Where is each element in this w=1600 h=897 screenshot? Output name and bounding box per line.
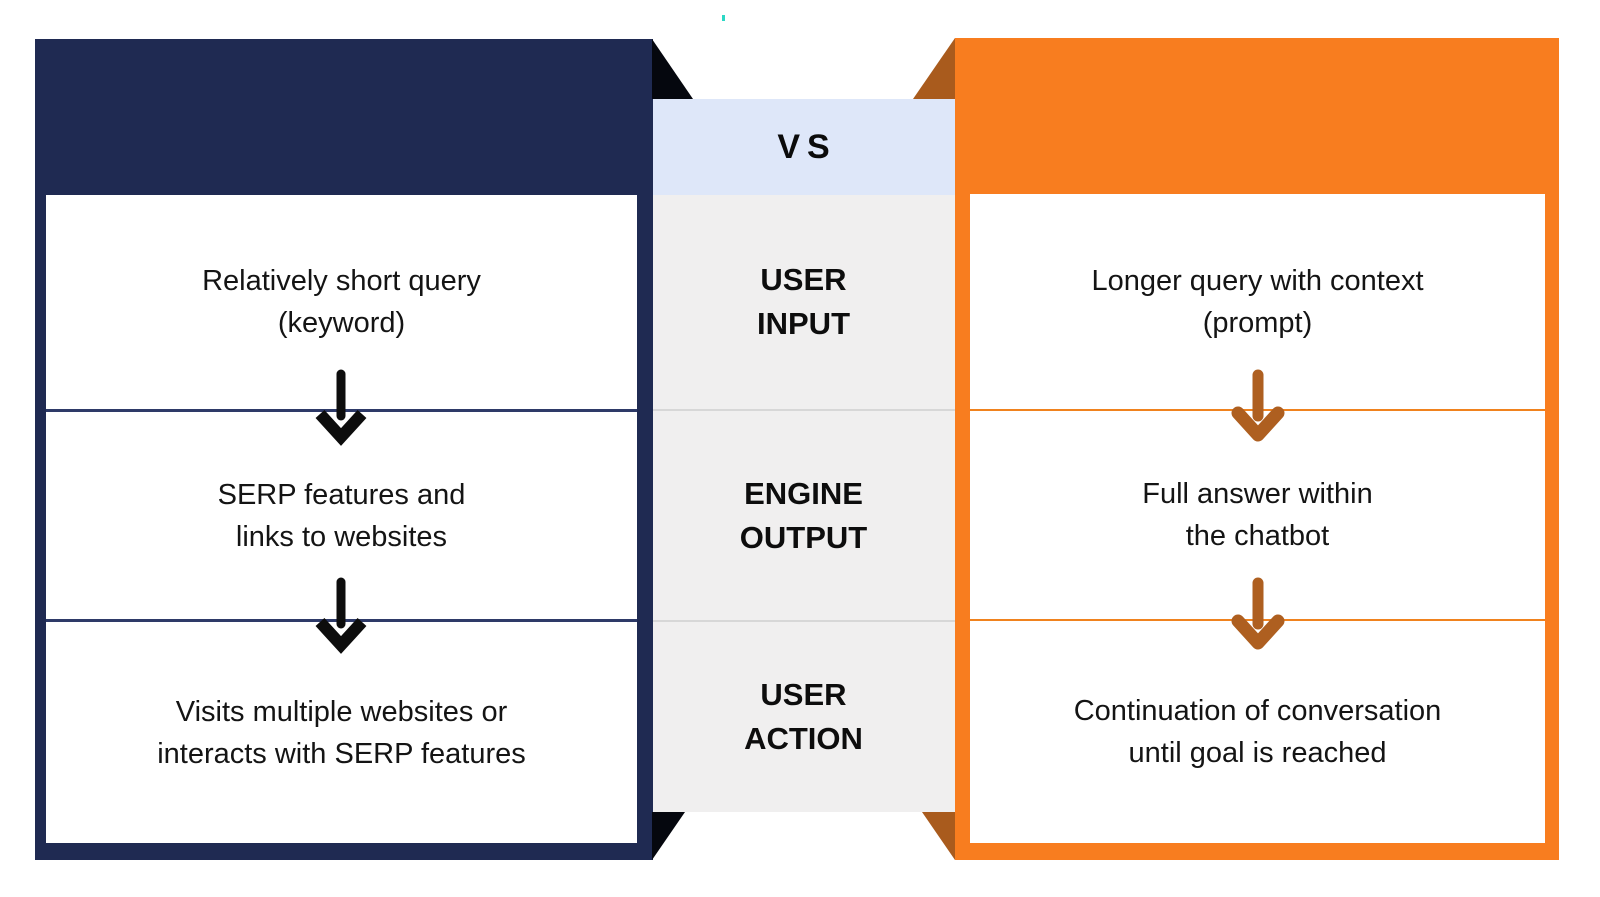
cell-text-line: links to websites [235, 520, 448, 553]
down-arrow-icon [315, 369, 367, 446]
center-column: USER INPUT ENGINE OUTPUT USER ACTION [652, 195, 955, 812]
cell-text: Full answer within the chatbot [1142, 473, 1372, 557]
vs-label: VS [777, 127, 837, 166]
ribbon-fold-bottom-left-icon [652, 812, 685, 860]
center-row-engine-output: ENGINE OUTPUT [652, 411, 955, 620]
center-divider [652, 620, 955, 622]
cell-text: Visits multiple websites or interacts wi… [157, 691, 526, 775]
center-row-label: USER INPUT [757, 258, 850, 346]
cell-text: Relatively short query (keyword) [202, 260, 481, 344]
ribbon-fold-top-left-icon [652, 39, 693, 99]
cell-text-line: interacts with SERP features [157, 737, 526, 770]
cell-text: Longer query with context (prompt) [1091, 260, 1423, 344]
cell-text-line: the chatbot [1185, 520, 1330, 552]
artifact-dot [722, 15, 725, 21]
center-row-user-action: USER ACTION [652, 622, 955, 812]
cell-text-line: Continuation of conversation [1073, 695, 1442, 727]
chatbot-user-action-cell: Continuation of conversation until goal … [970, 621, 1545, 843]
ribbon-fold-top-right-icon [913, 38, 955, 99]
cell-text-line: SERP features and [217, 478, 466, 511]
down-arrow-icon [315, 577, 367, 654]
ribbon-fold-bottom-right-icon [922, 812, 955, 860]
cell-text: SERP features and links to websites [218, 474, 466, 558]
chatbot-engine-output-cell: Full answer within the chatbot [970, 411, 1545, 619]
center-label-line: ENGINE [744, 475, 863, 511]
chatbot-panel-body: Longer query with context (prompt) Full … [970, 194, 1545, 843]
search-engine-panel: Relatively short query (keyword) SERP fe… [35, 39, 653, 860]
center-label-line: USER [760, 677, 847, 712]
center-label-line: OUTPUT [739, 519, 868, 555]
cell-text-line: Visits multiple websites or [175, 695, 508, 728]
center-divider [652, 409, 955, 411]
cell-text: Continuation of conversation until goal … [1074, 690, 1442, 774]
search-user-action-cell: Visits multiple websites or interacts wi… [46, 622, 637, 843]
cell-text-line: (keyword) [277, 307, 406, 339]
cell-text-line: until goal is reached [1128, 737, 1387, 769]
search-engine-panel-body: Relatively short query (keyword) SERP fe… [46, 195, 637, 843]
down-arrow-icon [1231, 369, 1285, 442]
cell-text-line: Relatively short query [202, 265, 481, 297]
center-row-user-input: USER INPUT [652, 195, 955, 409]
search-engine-output-cell: SERP features and links to websites [46, 412, 637, 619]
cell-text-line: Longer query with context [1091, 264, 1424, 297]
center-label-line: ACTION [744, 721, 863, 756]
chatbot-panel: Longer query with context (prompt) Full … [955, 38, 1559, 860]
vs-banner: VS [652, 99, 955, 195]
down-arrow-icon [1231, 577, 1285, 650]
center-row-label: ENGINE OUTPUT [740, 472, 867, 560]
cell-text-line: Full answer within [1142, 478, 1373, 510]
center-label-line: USER [760, 262, 847, 297]
center-row-label: USER ACTION [744, 673, 863, 761]
cell-text-line: (prompt) [1202, 306, 1313, 339]
center-label-line: INPUT [757, 306, 850, 341]
search-user-input-cell: Relatively short query (keyword) [46, 195, 637, 409]
chatbot-user-input-cell: Longer query with context (prompt) [970, 194, 1545, 409]
